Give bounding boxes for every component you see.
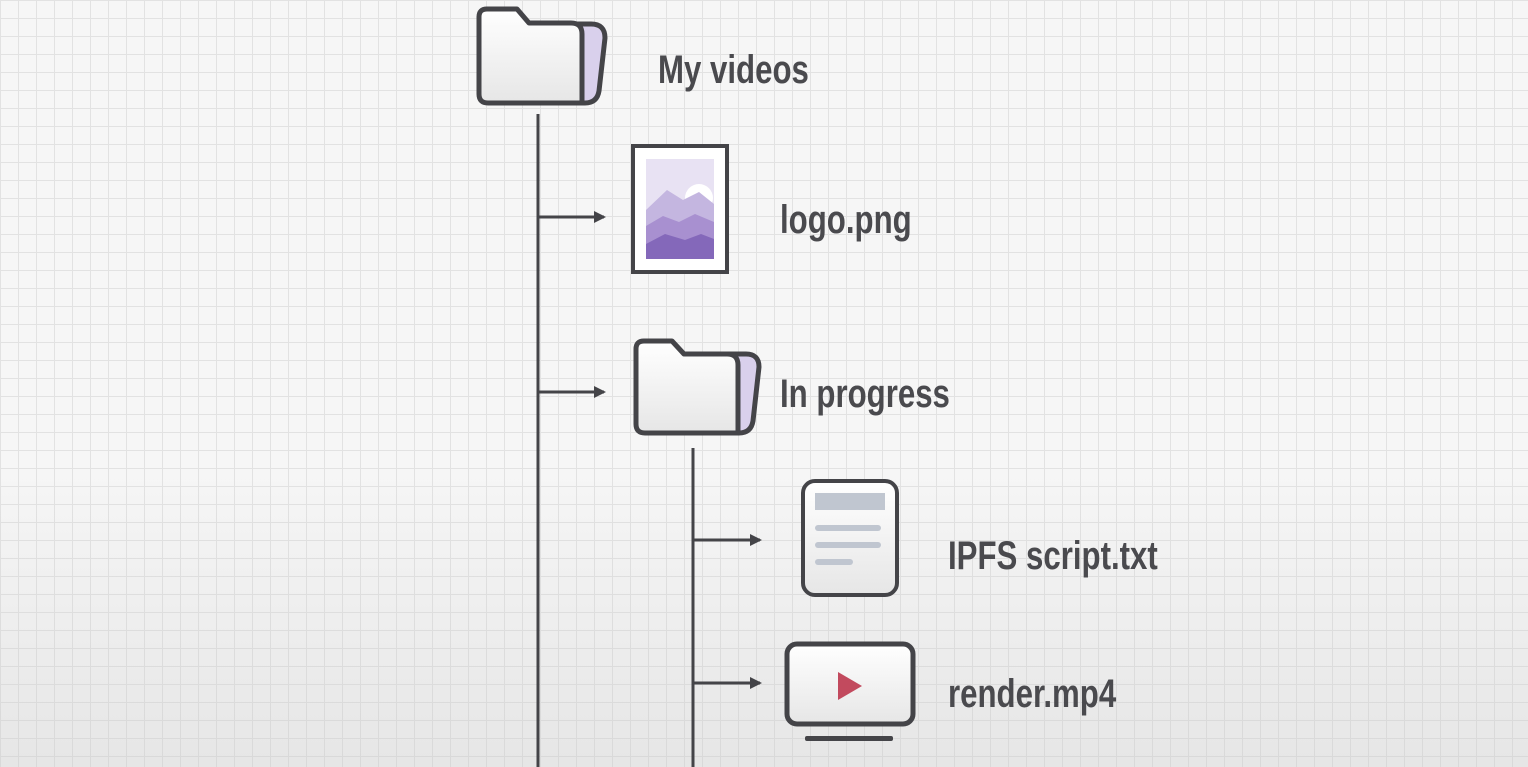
folder-icon xyxy=(476,6,608,106)
folder-label-in-progress[interactable]: In progress xyxy=(780,372,950,416)
tree-connectors xyxy=(536,114,762,767)
file-label-render[interactable]: render.mp4 xyxy=(948,672,1117,716)
folder-icon xyxy=(633,338,762,436)
image-file-icon xyxy=(631,144,729,274)
root-folder-label[interactable]: My videos xyxy=(658,48,809,92)
file-label-script[interactable]: IPFS script.txt xyxy=(948,534,1158,578)
video-file-icon xyxy=(784,641,916,741)
file-label-logo[interactable]: logo.png xyxy=(780,198,912,242)
text-file-icon xyxy=(801,479,899,597)
